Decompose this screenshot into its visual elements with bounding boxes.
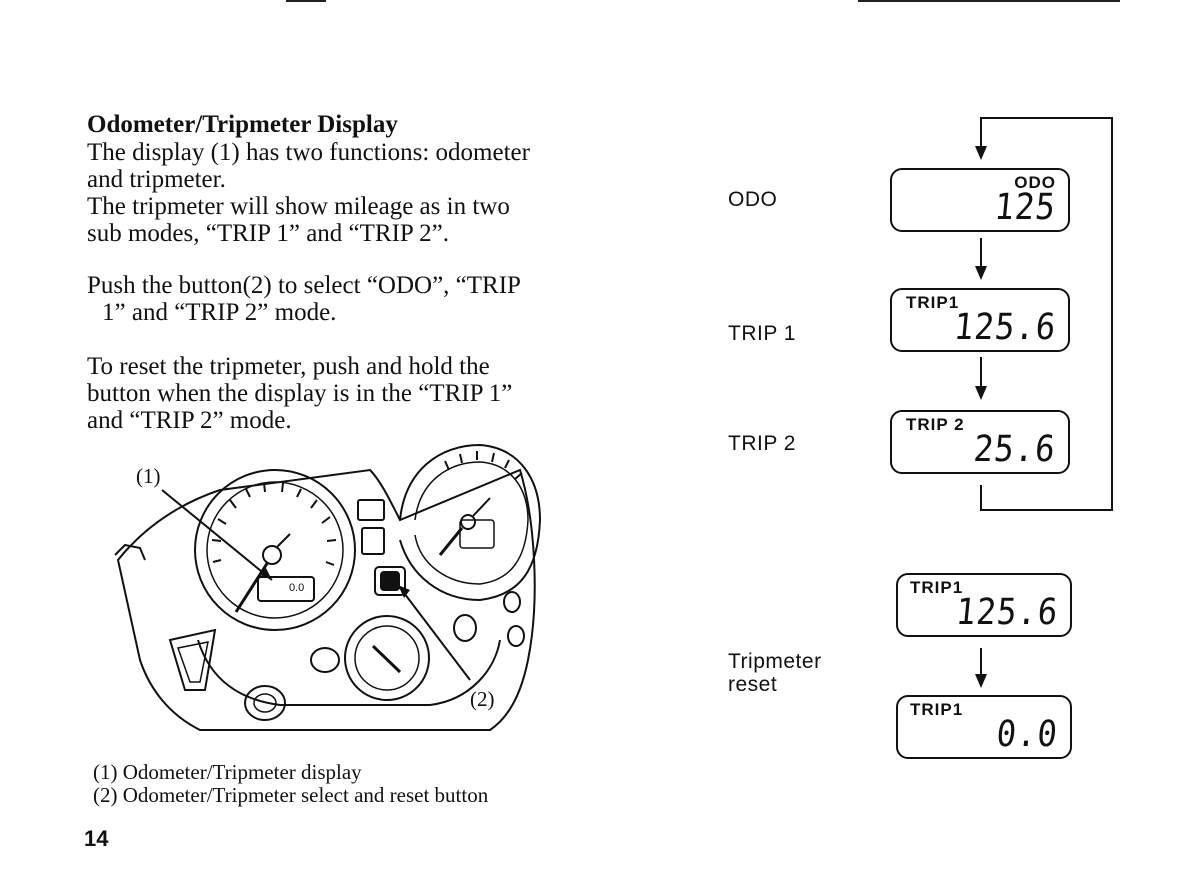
page-number: 14 bbox=[84, 826, 109, 851]
lcd-value: 0.0 bbox=[994, 714, 1060, 755]
lcd-reset-after: TRIP1 0.0 bbox=[896, 695, 1072, 759]
callout-button: (2) bbox=[470, 687, 495, 711]
text-line: and “TRIP 2” mode. bbox=[87, 407, 292, 434]
paragraph-select: Push the button(2) to select “ODO”, “TRI… bbox=[87, 272, 602, 326]
lcd-tag: ODO bbox=[1014, 173, 1056, 192]
lcd-tag: TRIP 2 bbox=[906, 415, 965, 434]
lcd-reset-before: TRIP1 125.6 bbox=[896, 573, 1072, 637]
text-line: Push the button(2) to select “ODO”, “TRI… bbox=[87, 272, 521, 299]
mode-label-odo: ODO bbox=[728, 188, 778, 211]
lcd-value: 125.6 bbox=[951, 307, 1058, 348]
lcd-tag: TRIP1 bbox=[910, 578, 964, 597]
mode-label-trip2: TRIP 2 bbox=[728, 432, 796, 455]
lcd-tag: TRIP1 bbox=[906, 293, 960, 312]
section-heading: Odometer/Tripmeter Display bbox=[87, 111, 398, 138]
reset-label-line2: reset bbox=[728, 673, 778, 696]
caption-button: (2) Odometer/Tripmeter select and reset … bbox=[93, 783, 489, 807]
header-rule-left bbox=[286, 0, 326, 2]
arrow-down-icon bbox=[975, 386, 987, 400]
lcd-trip2: TRIP 2 25.6 bbox=[890, 410, 1070, 474]
illustration-display-reading: 0.0 bbox=[289, 582, 305, 594]
text-line: The display (1) has two functions: odome… bbox=[87, 139, 530, 166]
text-line: To reset the tripmeter, push and hold th… bbox=[87, 353, 490, 380]
mode-label-trip1: TRIP 1 bbox=[728, 322, 796, 345]
lcd-tag: TRIP1 bbox=[910, 700, 964, 719]
text-line: sub modes, “TRIP 1” and “TRIP 2”. bbox=[87, 220, 449, 247]
arrow-down-icon bbox=[975, 146, 987, 160]
lcd-odo: ODO 125 bbox=[890, 168, 1070, 232]
paragraph-reset: To reset the tripmeter, push and hold th… bbox=[87, 353, 602, 434]
paragraph-functions: The display (1) has two functions: odome… bbox=[87, 139, 602, 247]
arrow-down-icon bbox=[975, 266, 987, 280]
arrow-down-icon bbox=[975, 674, 987, 688]
reset-label: Tripmeter reset bbox=[728, 650, 822, 696]
caption-display: (1) Odometer/Tripmeter display bbox=[93, 760, 362, 784]
text-line: 1” and “TRIP 2” mode. bbox=[102, 299, 337, 326]
lcd-value: 125.6 bbox=[953, 592, 1060, 633]
lcd-value: 25.6 bbox=[972, 429, 1058, 470]
text-line: and tripmeter. bbox=[87, 166, 226, 193]
header-rule-right bbox=[858, 0, 1120, 2]
text-line: button when the display is in the “TRIP … bbox=[87, 380, 513, 407]
reset-label-line1: Tripmeter bbox=[728, 650, 822, 673]
lcd-value: 125 bbox=[992, 187, 1058, 228]
text-line: The tripmeter will show mileage as in tw… bbox=[87, 193, 510, 220]
callout-display: (1) bbox=[136, 464, 161, 488]
lcd-trip1: TRIP1 125.6 bbox=[890, 288, 1070, 352]
